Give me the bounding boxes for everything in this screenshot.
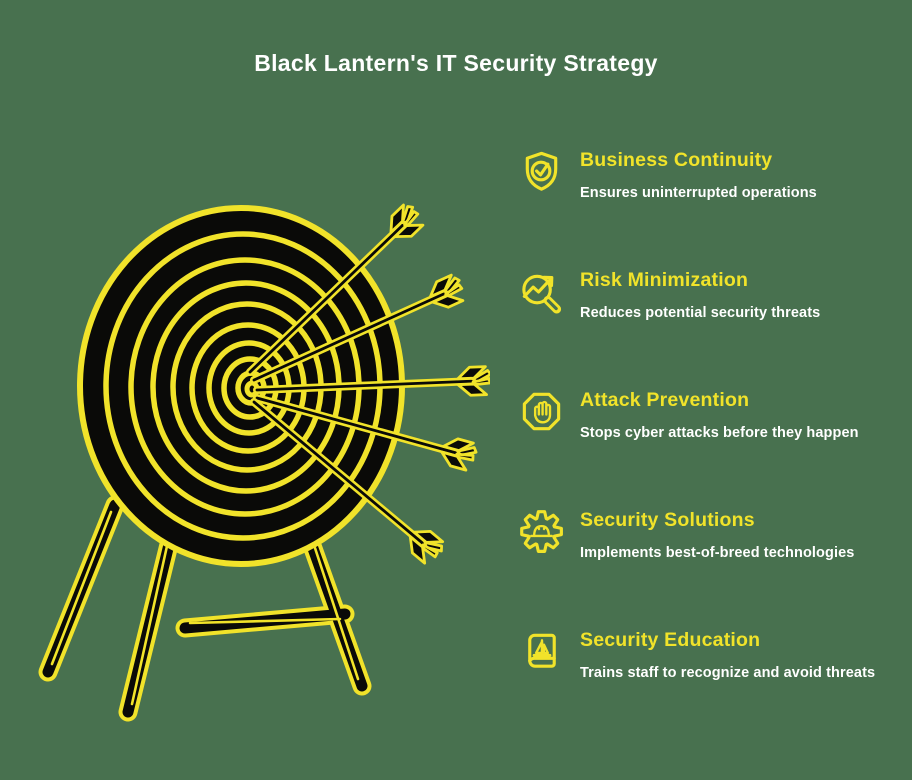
- arrow: [253, 364, 490, 398]
- gear-hardhat-icon: [518, 508, 565, 555]
- item-security-education: Security Education Trains staff to recog…: [518, 628, 898, 684]
- item-heading: Security Education: [580, 629, 761, 651]
- trend-magnifier-icon: [518, 268, 565, 315]
- arrow: [250, 271, 469, 384]
- item-business-continuity: Business Continuity Ensures uninterrupte…: [518, 148, 898, 204]
- arrow: [253, 394, 480, 473]
- item-description: Ensures uninterrupted operations: [580, 185, 817, 201]
- target-board: [77, 205, 405, 567]
- strategy-item-list: Business Continuity Ensures uninterrupte…: [518, 148, 898, 684]
- book-sailboat-icon: [518, 628, 565, 675]
- item-description: Reduces potential security threats: [580, 305, 821, 321]
- target-arrows: [246, 202, 490, 568]
- arrow: [246, 202, 428, 376]
- item-description: Stops cyber attacks before they happen: [580, 425, 859, 441]
- item-description: Trains staff to recognize and avoid thre…: [580, 665, 876, 681]
- item-attack-prevention: Attack Prevention Stops cyber attacks be…: [518, 388, 898, 444]
- shield-check-icon: [518, 148, 565, 195]
- item-heading: Business Continuity: [580, 149, 773, 171]
- item-heading: Attack Prevention: [580, 389, 750, 411]
- target-stand: [38, 495, 372, 722]
- stop-hand-icon: [518, 388, 565, 435]
- item-heading: Security Solutions: [580, 509, 755, 531]
- arrow: [250, 398, 448, 568]
- page-title: Black Lantern's IT Security Strategy: [254, 50, 658, 76]
- item-description: Implements best-of-breed technologies: [580, 545, 855, 561]
- item-risk-minimization: Risk Minimization Reduces potential secu…: [518, 268, 898, 324]
- item-heading: Risk Minimization: [580, 269, 749, 291]
- item-security-solutions: Security Solutions Implements best-of-br…: [518, 508, 898, 564]
- target-illustration: [38, 202, 490, 722]
